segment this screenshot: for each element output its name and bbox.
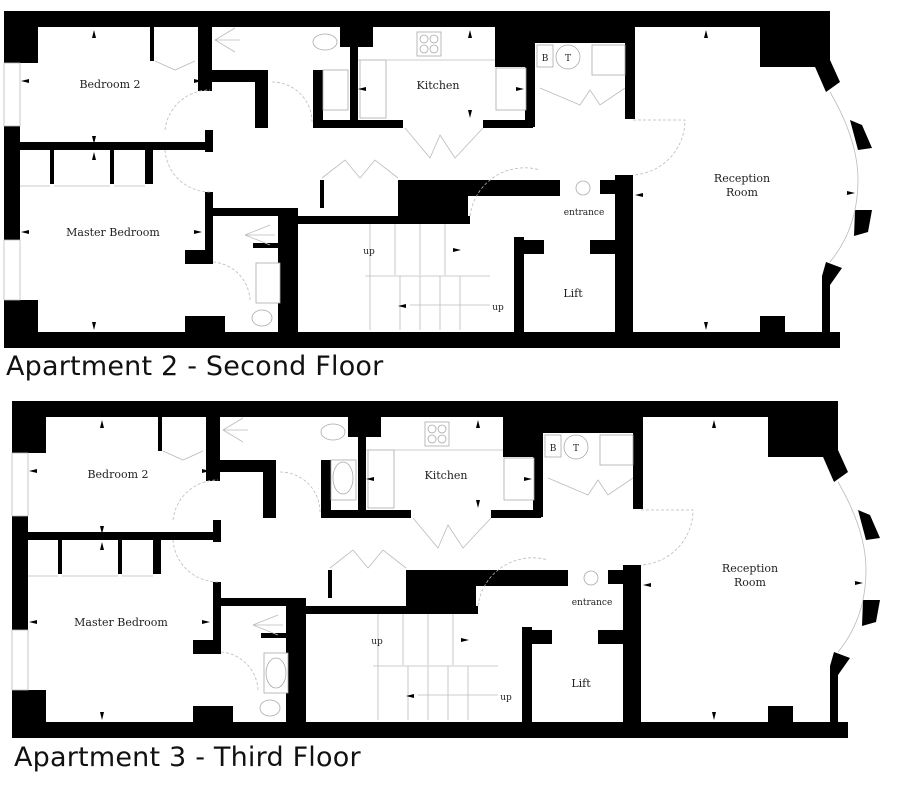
floor-title-second-floor: Apartment 2 - Second Floor [6,351,384,382]
floor-title-third-floor: Apartment 3 - Third Floor [14,742,361,773]
room-label-master-bedroom: Master Bedroom [66,226,160,239]
stairs-up-label: up [371,637,383,647]
room-label-master-bedroom: Master Bedroom [74,616,168,629]
floor-plan-second-floor: Bedroom 2 Master Bedroom Kitchen Recepti… [0,0,916,355]
room-label-reception-line1: Reception [714,172,770,185]
floor-plan-drawing: Bedroom 2 Master Bedroom Kitchen Recepti… [3,11,872,348]
stairs-up-label: up [363,247,375,257]
tank-label: T [573,444,579,454]
stairs-up-label: up [492,303,504,313]
room-label-bedroom-2: Bedroom 2 [87,468,148,481]
floor-plan-drawing: Bedroom 2 Master Bedroom Kitchen Recepti… [11,401,880,738]
boiler-label: B [550,444,557,454]
room-label-kitchen: Kitchen [417,79,460,92]
room-label-lift: Lift [563,287,583,300]
room-label-entrance: entrance [564,208,605,218]
stairs-up-label: up [500,693,512,703]
room-label-kitchen: Kitchen [425,469,468,482]
room-label-bedroom-2: Bedroom 2 [79,78,140,91]
tank-label: T [565,54,571,64]
floor-plan-third-floor: Bedroom 2 Master Bedroom Kitchen Recepti… [0,393,916,748]
room-label-lift: Lift [571,677,591,690]
room-label-entrance: entrance [572,598,613,608]
boiler-label: B [542,54,549,64]
room-label-reception-line1: Reception [722,562,778,575]
room-label-reception-line2: Room [726,186,759,199]
room-label-reception-line2: Room [734,576,767,589]
